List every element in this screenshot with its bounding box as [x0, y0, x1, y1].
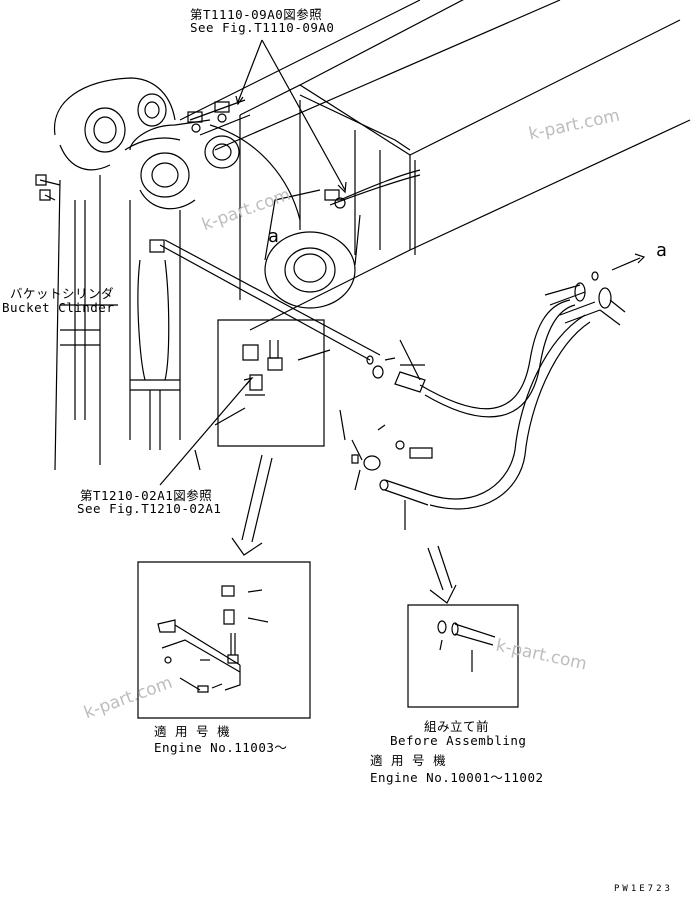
bucket-cylinder-jp: バケットシリンダ — [10, 286, 115, 301]
lower-fittings — [340, 340, 432, 530]
left-applicable-jp: 適 用 号 機 — [154, 724, 231, 739]
right-applicable-jp: 適 用 号 機 — [370, 753, 447, 768]
drawing-code: PW1E723 — [614, 884, 673, 894]
right-before-jp: 組み立て前 — [424, 719, 490, 734]
hose-run — [395, 254, 644, 509]
marker-a-pin: a — [268, 226, 280, 247]
bucket-cylinder-en: Bucket Clinder — [2, 300, 115, 315]
mid-reference-jp: 第T1210-02A1図参照 — [80, 488, 213, 503]
hose-clamps — [36, 102, 345, 252]
detail-box-right — [408, 605, 518, 707]
callout-top — [236, 40, 346, 192]
bucket-link — [55, 78, 239, 209]
grease-lines — [40, 100, 420, 360]
pin-boss — [265, 190, 360, 308]
boom-arm — [180, 0, 690, 330]
left-engine-no: Engine No.11003～ — [154, 740, 288, 755]
right-engine-no: Engine No.10001～11002 — [370, 770, 544, 785]
down-arrow-left — [232, 455, 272, 555]
detail-box-left — [138, 562, 310, 718]
callout-mid — [160, 378, 252, 485]
down-arrow-right — [428, 546, 456, 603]
right-before-en: Before Assembling — [390, 733, 527, 748]
fitting-box — [215, 320, 330, 446]
marker-a-arrow: a — [656, 240, 668, 261]
top-reference-en: See Fig.T1110-09A0 — [190, 20, 335, 35]
mid-reference-en: See Fig.T1210-02A1 — [77, 501, 222, 516]
bucket-cylinders — [55, 175, 200, 470]
top-reference-jp: 第T1110-09A0図参照 — [190, 7, 323, 22]
